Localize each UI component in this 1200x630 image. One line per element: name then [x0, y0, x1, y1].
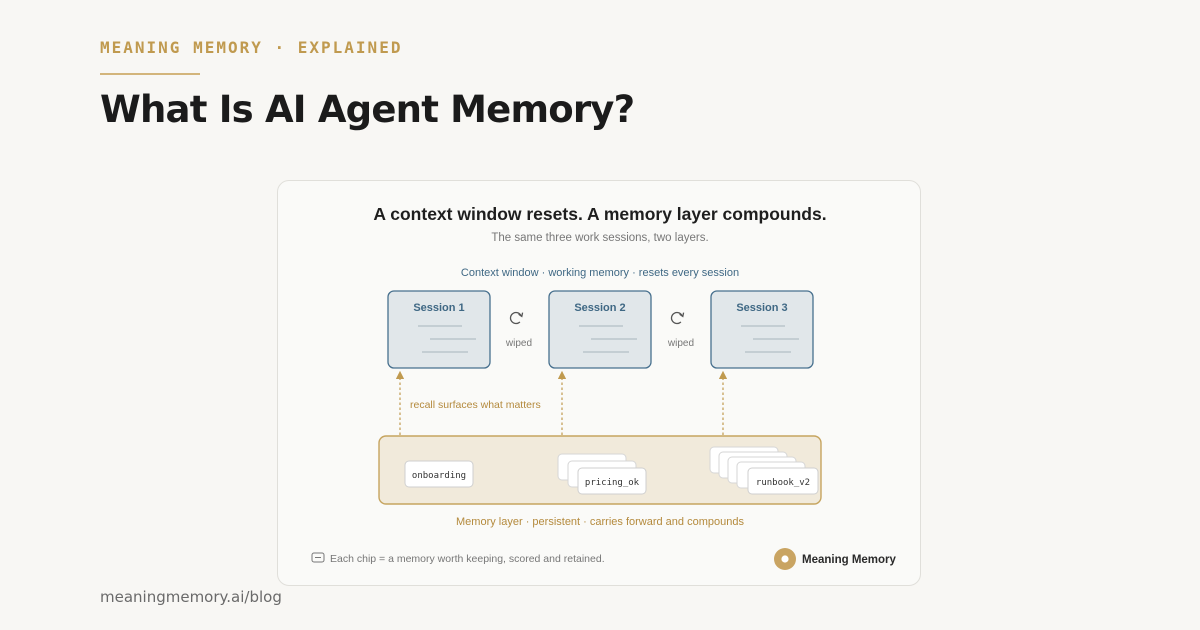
- diagram-title: A context window resets. A memory layer …: [373, 204, 826, 224]
- wiped-label-2: wiped: [667, 338, 694, 349]
- chip-icon: [311, 552, 325, 563]
- session-card-3: Session 3: [710, 290, 814, 369]
- session-label-3: Session 3: [736, 302, 787, 314]
- session-card-2: Session 2: [548, 290, 652, 369]
- footer-url[interactable]: meaningmemory.ai/blog: [100, 588, 282, 606]
- refresh-icon: [670, 311, 685, 325]
- kicker-rule: [100, 73, 200, 75]
- diagram-subtitle: The same three work sessions, two layers…: [491, 232, 708, 244]
- wiped-label-1: wiped: [505, 338, 532, 349]
- brand-name: Meaning Memory: [802, 554, 897, 566]
- memory-layer: onboarding pricing_ok runbook_v2: [378, 435, 822, 505]
- context-caption: Context window · working memory · resets…: [461, 267, 739, 279]
- memory-chip-pricing: pricing_ok: [557, 453, 647, 495]
- memory-chip-label: runbook_v2: [756, 478, 810, 488]
- recall-arrows: [395, 370, 728, 435]
- recall-caption: recall surfaces what matters: [410, 399, 541, 411]
- legend-text: Each chip = a memory worth keeping, scor…: [330, 553, 605, 565]
- page-title: What Is AI Agent Memory?: [100, 88, 635, 131]
- session-card-1: Session 1: [387, 290, 491, 369]
- session-label-2: Session 2: [574, 302, 625, 314]
- wiped-indicator-1: wiped: [505, 311, 532, 349]
- brand-logo-icon: [774, 548, 796, 570]
- memory-chip-label: pricing_ok: [585, 478, 640, 488]
- kicker: MEANING MEMORY · EXPLAINED: [100, 38, 403, 57]
- memory-chip-runbook: runbook_v2: [709, 446, 819, 495]
- memory-chip-label: onboarding: [412, 471, 466, 481]
- wiped-indicator-2: wiped: [667, 311, 694, 349]
- memory-caption: Memory layer · persistent · carries forw…: [456, 516, 744, 528]
- memory-chip-onboarding: onboarding: [404, 460, 474, 488]
- diagram-card: A context window resets. A memory layer …: [277, 180, 921, 586]
- refresh-icon: [509, 311, 524, 325]
- diagram-canvas: A context window resets. A memory layer …: [311, 204, 897, 570]
- session-label-1: Session 1: [413, 302, 464, 314]
